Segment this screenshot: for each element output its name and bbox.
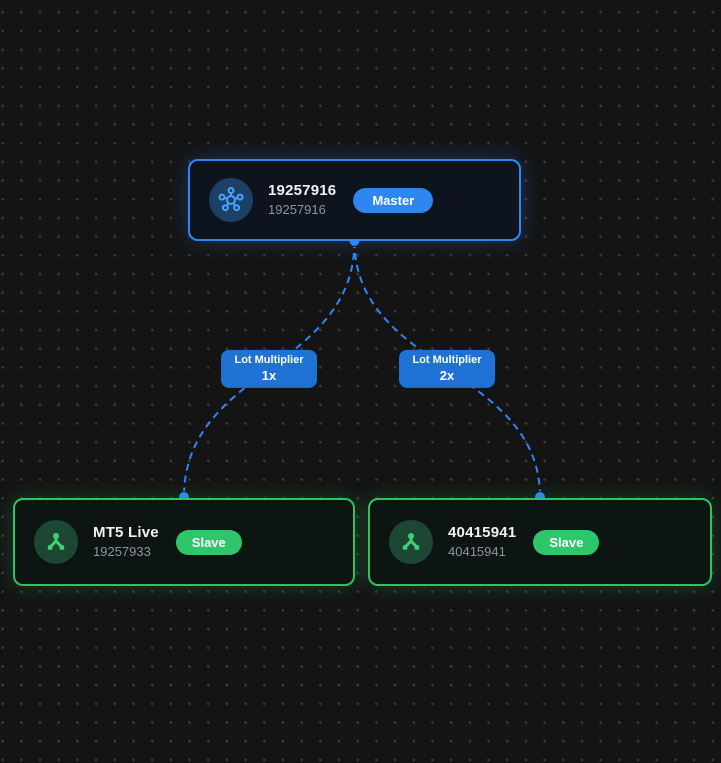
- node-subtitle: 40415941: [448, 544, 506, 560]
- node-title: 19257916: [268, 182, 337, 200]
- edge-label-value: 2x: [439, 367, 455, 383]
- branch-icon: [389, 520, 433, 564]
- edge-label-title: Lot Multiplier: [412, 353, 482, 366]
- node-slave-2[interactable]: 40415941 40415941 Slave: [368, 498, 712, 586]
- node-slave2-text: 40415941 40415941: [448, 523, 516, 561]
- node-slave1-text: MT5 Live 19257933: [93, 523, 159, 561]
- slave-role-badge: Slave: [175, 529, 242, 555]
- edge-label-multiplier-2x[interactable]: Lot Multiplier 2x: [399, 349, 495, 389]
- network-hub-icon: [209, 178, 253, 222]
- node-master-text: 19257916 19257916: [268, 181, 336, 219]
- slave-role-badge: Slave: [533, 529, 600, 555]
- node-title: MT5 Live: [93, 524, 159, 542]
- branch-icon: [34, 520, 78, 564]
- edge-label-title: Lot Multiplier: [234, 353, 304, 366]
- node-subtitle: 19257933: [93, 544, 151, 560]
- node-master[interactable]: 19257916 19257916 Master: [188, 159, 521, 241]
- node-title: 40415941: [448, 524, 517, 542]
- node-subtitle: 19257916: [268, 202, 326, 218]
- master-role-badge: Master: [353, 187, 434, 213]
- edge-label-multiplier-1x[interactable]: Lot Multiplier 1x: [221, 349, 317, 389]
- edge-label-value: 1x: [261, 367, 277, 383]
- node-slave-1[interactable]: MT5 Live 19257933 Slave: [13, 498, 355, 586]
